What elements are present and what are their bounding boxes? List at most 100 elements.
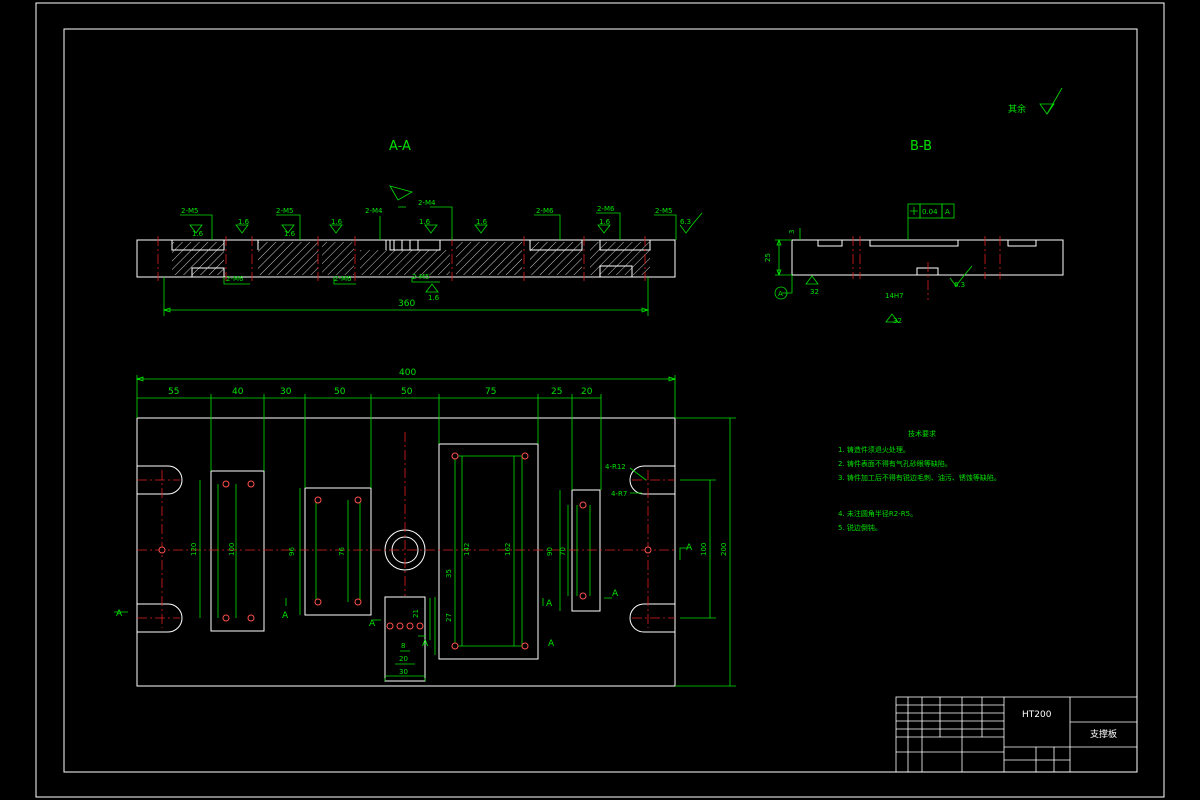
tolerance-value: 0.04 bbox=[922, 208, 938, 216]
tolerance-datum-cell bbox=[941, 203, 955, 219]
tolerance-datum: A bbox=[945, 208, 950, 216]
thread-label-7: 2-M5 bbox=[655, 207, 672, 215]
bottom-dim-lines bbox=[384, 650, 426, 681]
thread-label-9: 2-M6 bbox=[334, 275, 352, 283]
title-block-frame bbox=[895, 696, 1138, 773]
dim-seg-1: 55 bbox=[168, 387, 179, 397]
section-mark-2: A bbox=[686, 543, 693, 553]
pocket-4 bbox=[571, 489, 601, 612]
section-marks: A A A A A A A A bbox=[114, 543, 693, 649]
vertical-dim-lines bbox=[199, 417, 736, 687]
surface-note-text: 其余 bbox=[1008, 103, 1026, 115]
section-bb-title: B-B bbox=[910, 139, 932, 154]
roughness-5: 1.6 bbox=[419, 218, 431, 226]
section-aa-centerlines bbox=[157, 236, 646, 281]
inner-border bbox=[63, 28, 1138, 773]
hole bbox=[451, 452, 459, 460]
thread-leaders-bottom bbox=[223, 277, 440, 285]
tech-item-2: 2. 铸件表面不得有气孔砂眼等缺陷。 bbox=[838, 459, 952, 468]
radius-leaders bbox=[629, 467, 647, 494]
bb-slot-text: 14H7 bbox=[885, 292, 904, 300]
bb-height-text: 25 bbox=[764, 253, 772, 262]
thread-label-4: 2-M4 bbox=[418, 199, 436, 207]
hole bbox=[354, 496, 362, 504]
hole bbox=[644, 546, 652, 554]
tech-item-5: 5. 锐边倒钝。 bbox=[838, 523, 882, 532]
plan-holes bbox=[158, 452, 652, 650]
material-text: HT200 bbox=[1022, 710, 1052, 720]
hole bbox=[521, 452, 529, 460]
hole bbox=[314, 598, 322, 606]
hatch-region bbox=[322, 242, 354, 275]
hole bbox=[521, 642, 529, 650]
surface-finish-note: 其余 bbox=[1008, 87, 1063, 115]
section-mark-8: A bbox=[548, 639, 555, 649]
inner-frames bbox=[217, 455, 591, 647]
dim-h-100a: 100 bbox=[228, 543, 236, 556]
dim-seg-2: 40 bbox=[232, 387, 244, 397]
hatch-region bbox=[456, 242, 522, 275]
dim-h-200: 200 bbox=[720, 543, 728, 556]
dim-400-text: 400 bbox=[399, 368, 416, 378]
thread-label-8: 2-M6 bbox=[226, 275, 244, 283]
dim-h-21: 21 bbox=[412, 609, 420, 618]
bb-dim-lines bbox=[775, 228, 801, 294]
part-name-text: 支撑板 bbox=[1090, 728, 1117, 740]
section-mark-lines bbox=[114, 547, 688, 637]
hole bbox=[579, 592, 587, 600]
dim-seg-4: 50 bbox=[334, 387, 346, 397]
roughness-symbol-icon bbox=[1039, 87, 1063, 115]
dim-h-27: 27 bbox=[445, 613, 453, 622]
tech-item-1: 1. 铸造件须退火处理。 bbox=[838, 445, 910, 454]
radius-r12: 4-R12 bbox=[605, 463, 626, 471]
roughness-4: 1.6 bbox=[331, 218, 343, 226]
dim-360-text: 360 bbox=[398, 299, 415, 309]
dim-b-8: 8 bbox=[401, 642, 405, 650]
section-aa-pockets bbox=[171, 240, 651, 277]
hole bbox=[247, 614, 255, 622]
dim-h-100b: 100 bbox=[700, 543, 708, 556]
hole bbox=[158, 546, 166, 554]
hole bbox=[247, 480, 255, 488]
hole bbox=[314, 496, 322, 504]
dim-h-76: 76 bbox=[338, 547, 346, 556]
plan-vertical-dimensions: 120 100 96 76 35 142 162 90 70 100 200 2… bbox=[190, 417, 736, 687]
roughness-symbol-icon bbox=[189, 185, 703, 293]
section-bb-outline bbox=[791, 239, 1064, 276]
thread-label-2: 2-M5 bbox=[276, 207, 293, 215]
dim-h-70: 70 bbox=[559, 547, 567, 556]
roughness-9: 6.3 bbox=[680, 218, 691, 226]
thread-label-3: 2-M4 bbox=[365, 207, 383, 215]
dim-h-96: 96 bbox=[288, 547, 296, 556]
hole bbox=[222, 480, 230, 488]
hatch-region bbox=[360, 250, 450, 275]
dim-h-142: 142 bbox=[463, 543, 471, 556]
tech-heading: 技术要求 bbox=[908, 429, 936, 438]
roughness-symbol-icon bbox=[805, 265, 973, 323]
datum-circle-icon bbox=[774, 286, 788, 300]
bb-roughness-right: 6.3 bbox=[954, 281, 965, 289]
roughness-3: 1.6 bbox=[284, 230, 296, 238]
tech-requirements: 技术要求 1. 铸造件须退火处理。 2. 铸件表面不得有气孔砂眼等缺陷。 3. … bbox=[838, 429, 1001, 532]
mounting-slots bbox=[137, 465, 675, 633]
hole bbox=[222, 614, 230, 622]
section-bb-view: B-B 0.04 A 25 3 A 32 6.3 32 14H7 bbox=[764, 139, 1064, 325]
thread-label-1: 2-M5 bbox=[181, 207, 198, 215]
hole bbox=[386, 622, 394, 630]
bb-datum-text: A bbox=[778, 290, 783, 298]
tech-item-3: 3. 铸件加工后不得有锐边毛刺、油污、锈蚀等缺陷。 bbox=[838, 473, 1001, 482]
top-dim-lines bbox=[135, 375, 677, 490]
dim-h-35: 35 bbox=[445, 569, 453, 578]
dim-seg-7: 25 bbox=[551, 387, 562, 397]
hole bbox=[579, 501, 587, 509]
pocket-5 bbox=[384, 596, 426, 682]
plan-bottom-dimensions: 8 20 30 bbox=[384, 642, 426, 681]
section-mark-7: A bbox=[612, 589, 619, 599]
roughness-1: 1.6 bbox=[192, 230, 204, 238]
hole bbox=[396, 622, 404, 630]
section-aa-outline bbox=[136, 239, 676, 278]
dim-seg-5: 50 bbox=[401, 387, 413, 397]
position-tolerance-icon bbox=[907, 207, 918, 240]
section-mark-1: A bbox=[116, 609, 123, 619]
dim-360-line bbox=[162, 277, 650, 316]
